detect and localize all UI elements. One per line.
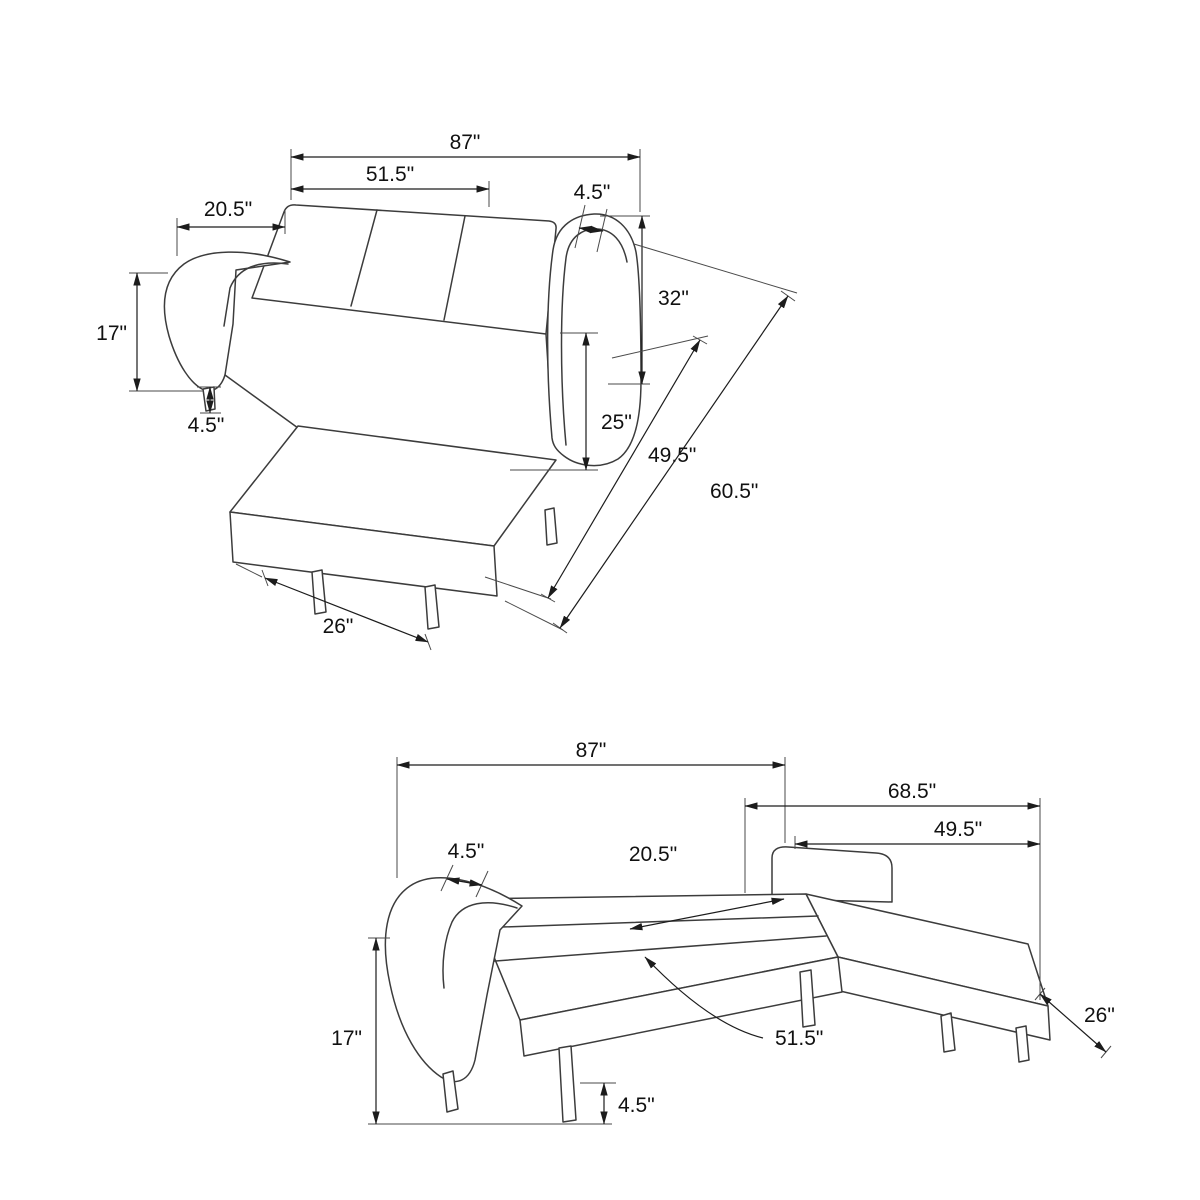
leader-line-sleeping-width <box>644 956 764 1039</box>
left-front-leg <box>202 386 216 412</box>
dimension-line-arm-thickness <box>446 877 483 887</box>
chaise-leg <box>1015 1025 1030 1063</box>
seat-front-edge <box>224 374 299 429</box>
futon-flat-drawing <box>384 846 1051 1123</box>
dim-label-arm-thickness: 4.5" <box>448 840 485 863</box>
deck-seam <box>481 935 827 963</box>
dim-label-chaise-width: 26" <box>323 615 354 638</box>
sofa-upright-drawing <box>163 204 642 630</box>
left-arm-inner-edge <box>223 262 289 327</box>
arm-leg <box>442 1070 459 1113</box>
extension-line <box>504 600 564 631</box>
dimension-line-chaise-width <box>264 577 429 643</box>
futon-flat-dimensions: 87" 68.5" 49.5" 4.5" 20.5" 17" 4.5" 51.5… <box>331 739 1115 1125</box>
dim-label-sleeping-width: 51.5" <box>775 1027 823 1050</box>
dim-label-back-thickness: 4.5" <box>574 181 611 204</box>
deck-leg <box>799 969 816 1028</box>
back-cushion-divider <box>443 215 466 321</box>
chaise-backrest <box>771 846 893 903</box>
deck-leg <box>558 1045 577 1123</box>
dim-label-overall-width: 87" <box>576 739 607 762</box>
left-arm-inner-edge <box>442 901 518 989</box>
dimension-line-back-thickness <box>578 225 604 234</box>
dim-label-chaise-length: 49.5" <box>648 444 696 467</box>
dim-label-backrest-width: 51.5" <box>366 163 414 186</box>
dimension-line-overall-depth <box>559 295 789 629</box>
dim-label-leg-height: 4.5" <box>188 414 225 437</box>
sofa-upright-dimensions: 87" 51.5" 20.5" 4.5" 17" 4.5" 32" 25" <box>96 131 798 651</box>
futon-deck-front <box>519 956 843 1057</box>
back-cushion-divider <box>350 209 378 307</box>
chaise-leg <box>940 1012 956 1053</box>
dim-label-arm-height: 25" <box>601 411 632 434</box>
chaise-front <box>229 511 498 597</box>
dim-label-overall-width: 87" <box>450 131 481 154</box>
dim-label-leg-height: 4.5" <box>618 1094 655 1117</box>
dim-label-overall-height: 32" <box>658 287 689 310</box>
dimension-line-seat-depth <box>629 897 785 931</box>
chaise-leg <box>311 569 327 615</box>
extension-line <box>633 243 798 294</box>
dim-label-chaise-width: 26" <box>1084 1004 1115 1027</box>
dimension-line-chaise-width <box>1039 993 1107 1053</box>
dim-label-overall-depth: 60.5" <box>710 480 758 503</box>
chaise-leg <box>424 584 440 630</box>
chaise-leg <box>544 507 558 546</box>
dim-label-seat-height: 17" <box>96 322 127 345</box>
dim-label-seat-depth: 20.5" <box>629 843 677 866</box>
extension-line <box>235 563 263 578</box>
left-arm <box>163 251 291 392</box>
dim-label-sleeping-length: 68.5" <box>888 780 936 803</box>
dim-label-seat-height: 17" <box>331 1027 362 1050</box>
left-arm <box>384 877 523 1083</box>
dim-label-chaise-length: 49.5" <box>934 818 982 841</box>
back-cushions <box>251 204 557 335</box>
extension-line <box>484 576 552 600</box>
dim-label-arm-depth: 20.5" <box>204 198 252 221</box>
